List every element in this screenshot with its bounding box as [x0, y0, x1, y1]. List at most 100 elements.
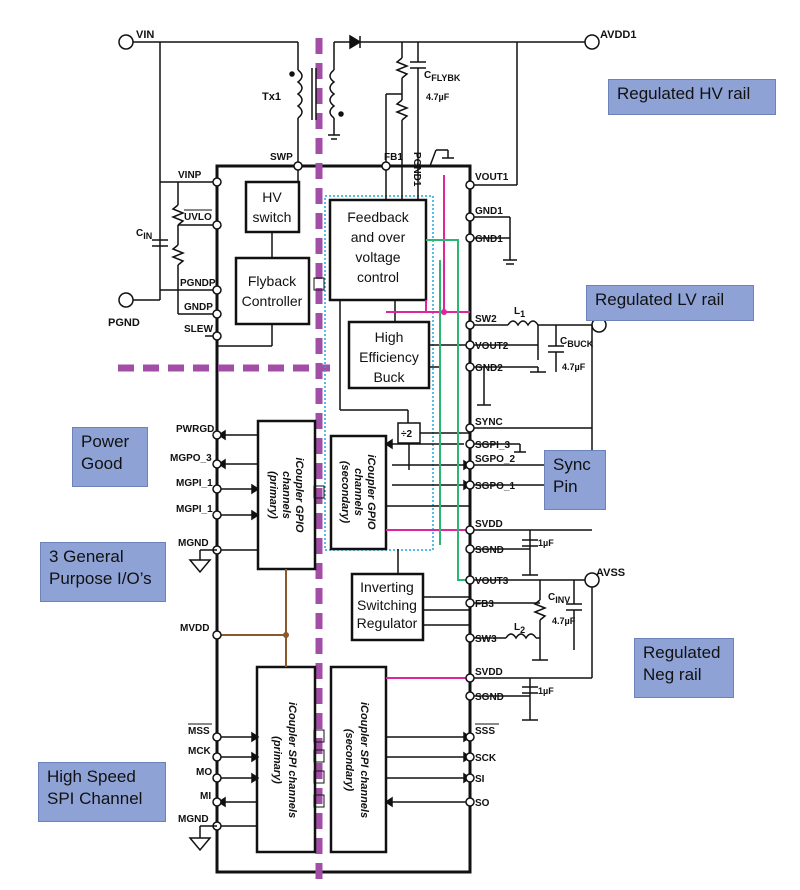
ground-symbols: [188, 549, 217, 852]
flyback-output: [385, 42, 518, 186]
pin-sgnd2: SGND: [475, 692, 504, 703]
gpio-secondary-line1: iCoupler GPIO: [365, 454, 377, 530]
pin-mi: MI: [200, 791, 211, 802]
pin-sgpo2: SGPO_2: [475, 454, 515, 465]
left-pin-labels: SWP VINP UVLO PGNDP GNDP SLEW PWRGD MGPO…: [170, 152, 293, 825]
pin-pgndp: PGNDP: [180, 278, 216, 289]
inverting-line1: Inverting: [360, 579, 414, 595]
l1-label: L1: [514, 306, 525, 319]
pin-svdd2: SVDD: [475, 667, 503, 678]
gpio-primary-line1: iCoupler GPIO: [293, 457, 305, 533]
divider-label: ÷2: [401, 429, 412, 440]
pin-vinp: VINP: [178, 170, 202, 181]
hv-switch-line1: HV: [262, 189, 282, 205]
pin-swp: SWP: [270, 152, 293, 163]
pin-mvdd: MVDD: [180, 623, 209, 634]
vin-label: VIN: [136, 29, 154, 41]
note-neg-rail: Regulated Neg rail: [634, 638, 734, 698]
pin-mgpi1a: MGPI_1: [176, 478, 213, 489]
pin-si: SI: [475, 774, 485, 785]
pin-mgpi1b: MGPI_1: [176, 504, 213, 515]
pin-vout3: VOUT3: [475, 576, 509, 587]
cflybk-value: 4.7µF: [426, 92, 450, 102]
pin-mgnd1: MGND: [178, 538, 209, 549]
avdd1-label: AVDD1: [600, 29, 636, 41]
cbuck-value: 4.7µF: [562, 362, 586, 372]
feedback-line4: control: [357, 269, 399, 285]
spi-secondary-block: [329, 665, 388, 854]
spi-secondary-line1: iCoupler SPI channels: [358, 702, 370, 818]
flyback-line1: Flyback: [248, 273, 297, 289]
inverting-block: [350, 572, 425, 642]
cinv-value: 4.7µF: [552, 616, 576, 626]
note-lv-rail: Regulated LV rail: [586, 285, 754, 321]
pin-gnd1a: GND1: [475, 206, 503, 217]
cflybk-label: CFLYBK: [424, 70, 461, 83]
cin-label: CIN: [136, 228, 152, 241]
note-spi: High Speed SPI Channel: [38, 762, 166, 822]
hv-switch-block: [244, 180, 301, 234]
pin-sgnd1: SGND: [475, 545, 504, 556]
pin-circles: [212, 161, 475, 831]
gpio-secondary-block: [329, 434, 388, 551]
pin-vout1: VOUT1: [475, 172, 509, 183]
avss-label: AVSS: [596, 567, 625, 579]
feedback-line3: voltage: [355, 249, 400, 265]
pin-sw3: SW3: [475, 634, 497, 645]
pin-fb3: FB3: [475, 599, 494, 610]
vin-rail: [118, 34, 299, 337]
feedback-block: [328, 198, 428, 302]
buck-block: [347, 320, 431, 390]
note-gpio: 3 General Purpose I/O’s: [40, 542, 166, 602]
pin-sgpi3: SGPI_3: [475, 440, 510, 451]
cbuck-label: CBUCK: [560, 336, 594, 349]
pin-gnd2: GND2: [475, 363, 503, 374]
pin-mo: MO: [196, 767, 212, 778]
inverting-line2: Switching: [357, 597, 417, 613]
transformer-tx1: [289, 34, 585, 166]
spi-primary-line2: (primary): [271, 736, 283, 784]
feedback-line2: and over: [351, 229, 406, 245]
pin-uvlo: UVLO: [184, 212, 212, 223]
pin-mck: MCK: [188, 746, 212, 757]
block-labels: HV switch Flyback Controller Feedback an…: [242, 189, 419, 818]
pin-sgpo1: SGPO_1: [475, 481, 515, 492]
pin-mgnd2: MGND: [178, 814, 209, 825]
pin-so: SO: [475, 798, 490, 809]
feedback-line1: Feedback: [347, 209, 409, 225]
gpio-secondary-line3: (secondary): [339, 461, 351, 524]
right-pin-labels: FB1 VOUT1 GND1 GND1 SW2 VOUT2 GND2 SYNC …: [384, 152, 515, 809]
buck-line1: High: [375, 329, 404, 345]
pgnd-label: PGND: [108, 317, 140, 329]
gpio-primary-line2: channels: [280, 471, 292, 519]
cap-1uf-b: 1µF: [538, 686, 554, 696]
l2-label: L2: [514, 622, 525, 635]
spi-primary-block: [255, 665, 317, 854]
pin-sync: SYNC: [475, 417, 503, 428]
pin-fb1: FB1: [384, 152, 403, 163]
pin-vout2: VOUT2: [475, 341, 509, 352]
pin-gnd1b: GND1: [475, 234, 503, 245]
tx1-label: Tx1: [262, 91, 281, 103]
magenta-node: [441, 309, 447, 315]
cap-1uf-a: 1µF: [538, 538, 554, 548]
pgnd1-label: PGND1: [411, 152, 422, 187]
pin-mss: MSS: [188, 726, 210, 737]
cinv-label: CINV: [548, 592, 570, 605]
pin-sss: SSS: [475, 726, 495, 737]
pin-svdd1: SVDD: [475, 519, 503, 530]
buck-line3: Buck: [373, 369, 405, 385]
spi-secondary-line2: (secondary): [343, 729, 355, 792]
gpio-primary-line3: (primary): [267, 471, 279, 519]
internal-wiring: [217, 166, 470, 626]
pin-pwrgd: PWRGD: [176, 424, 214, 435]
flyback-block: [234, 256, 311, 326]
gpio-primary-block: [256, 419, 317, 571]
pin-sw2: SW2: [475, 314, 497, 325]
note-power-good: Power Good: [72, 427, 148, 487]
avdd1-terminal: [584, 34, 600, 50]
gpio-secondary-line2: channels: [352, 468, 364, 516]
pin-sck: SCK: [475, 753, 497, 764]
